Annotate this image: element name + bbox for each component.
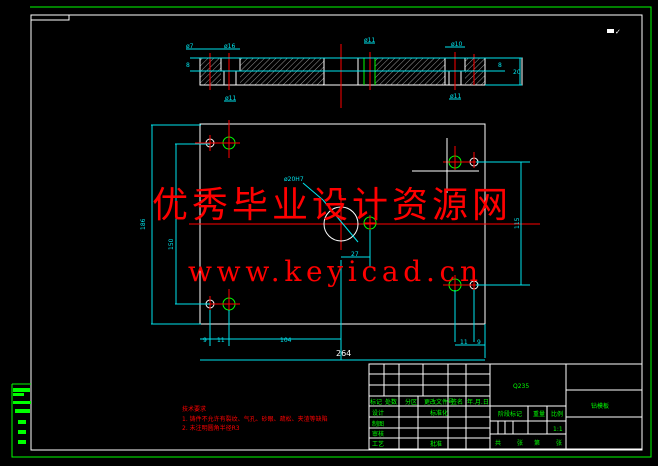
label: 第 (534, 439, 540, 447)
header-cell: 标记 (370, 398, 382, 406)
side-strip (12, 383, 31, 444)
tech-req-line: 1. 铸件不允许有裂纹、气孔、砂眼、疏松、夹渣等缺陷 (182, 415, 328, 423)
label: 张 (517, 439, 523, 447)
label: 审核 (372, 430, 384, 438)
dim-text: 150 (168, 238, 175, 250)
label: 设计 (372, 409, 384, 417)
label: 阶段标记 (498, 410, 522, 418)
dim-text: ø7 (186, 43, 194, 50)
watermark-url: www.keyicad.cn (188, 255, 478, 288)
label: 张 (556, 439, 562, 447)
header-cell: 分区 (405, 398, 417, 406)
technical-requirements: 技术要求 1. 铸件不允许有裂纹、气孔、砂眼、疏松、夹渣等缺陷 2. 未注明圆角… (182, 405, 328, 432)
scale: 1:1 (553, 426, 563, 433)
dim-text: 11 (460, 339, 468, 346)
checkmark-icon: ✓ (615, 28, 621, 36)
dim-text: 9 (203, 337, 207, 344)
dim-text: ø10 (451, 41, 462, 48)
dimensions: 186 150 115 104 9 11 11 9 27 264 ø20H7 (140, 124, 530, 361)
dim-text: ø11 (364, 37, 375, 44)
dim-text: 264 (336, 349, 351, 358)
dim-text: ø11 (225, 95, 236, 102)
header-cell: 签名 (451, 398, 463, 406)
tech-req-title: 技术要求 (182, 405, 206, 413)
dim-text: 115 (514, 217, 521, 229)
watermark-text: 优秀毕业设计资源网 (152, 185, 508, 226)
dim-text: 9 (477, 339, 481, 346)
material: Q235 (513, 383, 529, 390)
dim-text: 104 (280, 337, 292, 344)
section-view: ø7 ø16 ø11 ø10 ø11 ø11 8 8 20 (186, 37, 523, 108)
label: 批准 (430, 440, 442, 448)
dim-text: ø11 (450, 93, 461, 100)
header-cell: 更改文件号 (424, 398, 454, 406)
dim-text: 8 (186, 62, 190, 69)
dim-text: ø16 (224, 43, 235, 50)
dim-text: ø20H7 (284, 176, 304, 183)
tech-req-line: 2. 未注明圆角半径R3 (182, 424, 240, 432)
title-block: 标记 处数 分区 更改文件号 签名 年.月.日 设计 标准化 制图 审核 工艺 … (368, 363, 643, 450)
header-cell: 年.月.日 (467, 398, 489, 406)
plan-view: 186 150 115 104 9 11 11 9 27 264 ø20H7 (140, 120, 540, 361)
dim-text: 20 (513, 69, 521, 76)
dim-text: 27 (351, 251, 359, 258)
dim-text: 186 (140, 218, 147, 230)
drawing-frame: ✓ (11, 6, 652, 458)
center-bore (323, 206, 359, 242)
label: 共 (495, 439, 501, 447)
label: 工艺 (372, 440, 384, 448)
dim-text: 11 (217, 337, 225, 344)
header-cell: 处数 (385, 398, 397, 406)
label: 标准化 (430, 409, 448, 417)
label: 制图 (372, 420, 384, 428)
dim-text: 8 (498, 62, 502, 69)
part-name: 钻模板 (591, 402, 609, 410)
label: 比例 (551, 410, 563, 418)
label: 重量 (533, 410, 545, 418)
